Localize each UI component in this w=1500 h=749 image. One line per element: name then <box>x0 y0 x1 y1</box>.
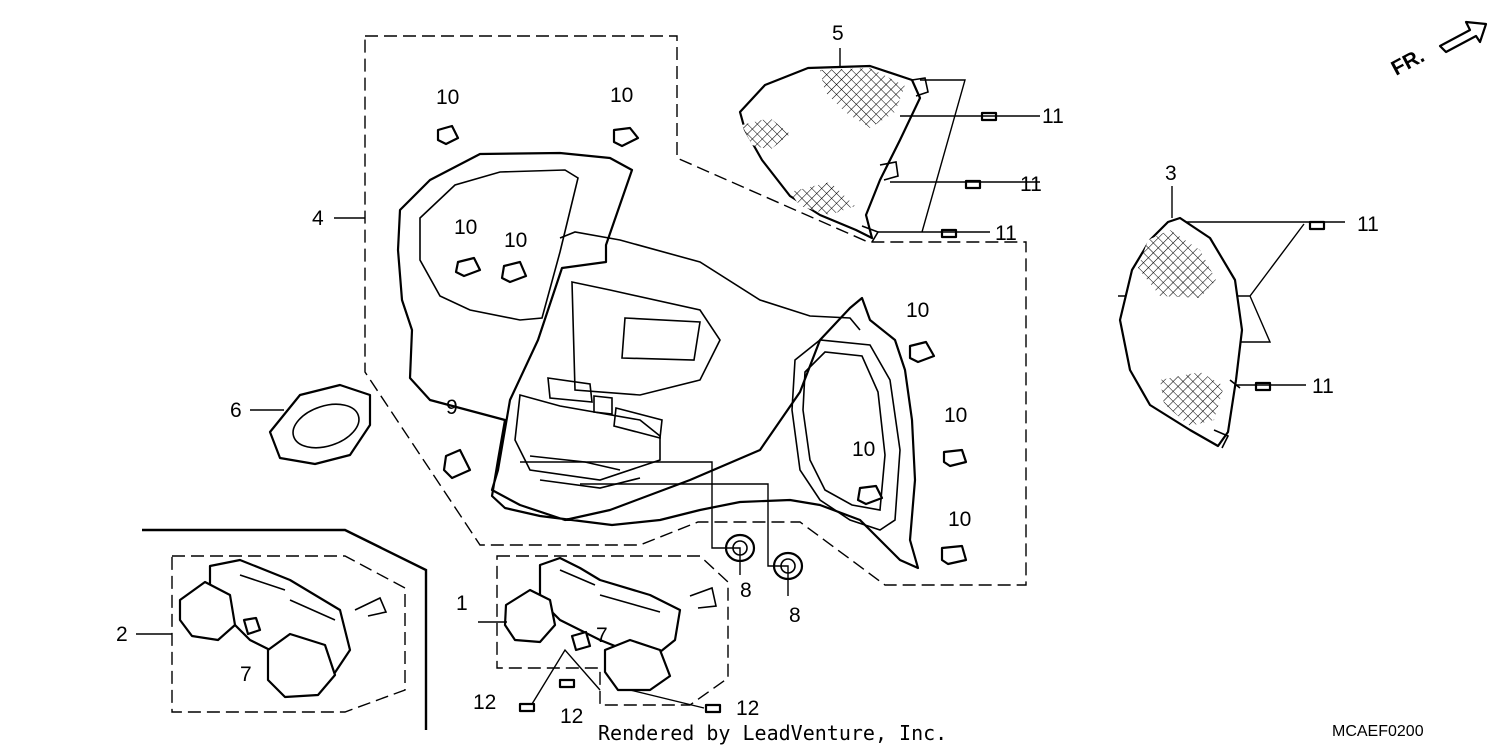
callout-6: 6 <box>230 399 242 422</box>
callout-7a: 7 <box>240 663 252 686</box>
callout-10c: 10 <box>454 216 477 239</box>
clip-icons <box>436 124 968 566</box>
cover-separator-line <box>142 528 428 730</box>
callout-8a: 8 <box>740 579 752 602</box>
callout-8b: 8 <box>789 604 801 627</box>
callout-12b: 12 <box>560 705 583 728</box>
main-panel-part-4 <box>396 151 920 570</box>
group-boundary-4 <box>364 35 1027 586</box>
callout-labels: 1 2 3 4 5 6 7 7 8 8 9 10 10 10 10 10 10 … <box>116 22 1379 728</box>
grommet-icons <box>724 533 804 581</box>
leader-lines-part-12-left <box>531 648 601 705</box>
front-direction-arrow: FR. <box>1388 20 1488 80</box>
leader-lines-part-11 <box>878 79 1345 386</box>
callout-leader-lines <box>136 48 1173 635</box>
callout-4: 4 <box>312 207 324 230</box>
callout-12c: 12 <box>736 697 759 720</box>
switch-assembly-part-1 <box>503 556 717 692</box>
callout-1: 1 <box>456 592 468 615</box>
callout-3: 3 <box>1165 162 1177 185</box>
callout-11a: 11 <box>1042 105 1064 128</box>
knob-part-9 <box>442 448 472 480</box>
switch-assembly-part-2 <box>178 558 388 699</box>
cover-part-3 <box>1118 216 1244 449</box>
callout-12a: 12 <box>473 691 496 714</box>
callout-10e: 10 <box>906 299 929 322</box>
callout-9: 9 <box>446 396 458 419</box>
callout-2: 2 <box>116 623 128 646</box>
callout-5: 5 <box>832 22 844 45</box>
callout-10f: 10 <box>944 404 967 427</box>
callout-7b: 7 <box>596 624 608 647</box>
group-boundary-2 <box>171 555 406 713</box>
rendered-by-credit: Rendered by LeadVenture, Inc. <box>598 721 947 745</box>
diagram-code: MCAEF0200 <box>1332 723 1424 740</box>
callout-10a: 10 <box>436 86 459 109</box>
callout-11c: 11 <box>995 222 1017 245</box>
callout-10b: 10 <box>610 84 633 107</box>
direction-label: FR. <box>1388 44 1429 80</box>
callout-10g: 10 <box>852 438 875 461</box>
cover-part-5 <box>738 64 929 243</box>
leader-lines-part-12-right <box>629 689 705 709</box>
bezel-part-6 <box>268 383 372 466</box>
callout-10d: 10 <box>504 229 527 252</box>
clip-part-7 <box>570 630 592 652</box>
callout-11e: 11 <box>1312 375 1334 398</box>
callout-11d: 11 <box>1357 213 1379 236</box>
callout-11b: 11 <box>1020 173 1042 196</box>
leader-lines-part-8 <box>520 461 789 596</box>
callout-10h: 10 <box>948 508 971 531</box>
